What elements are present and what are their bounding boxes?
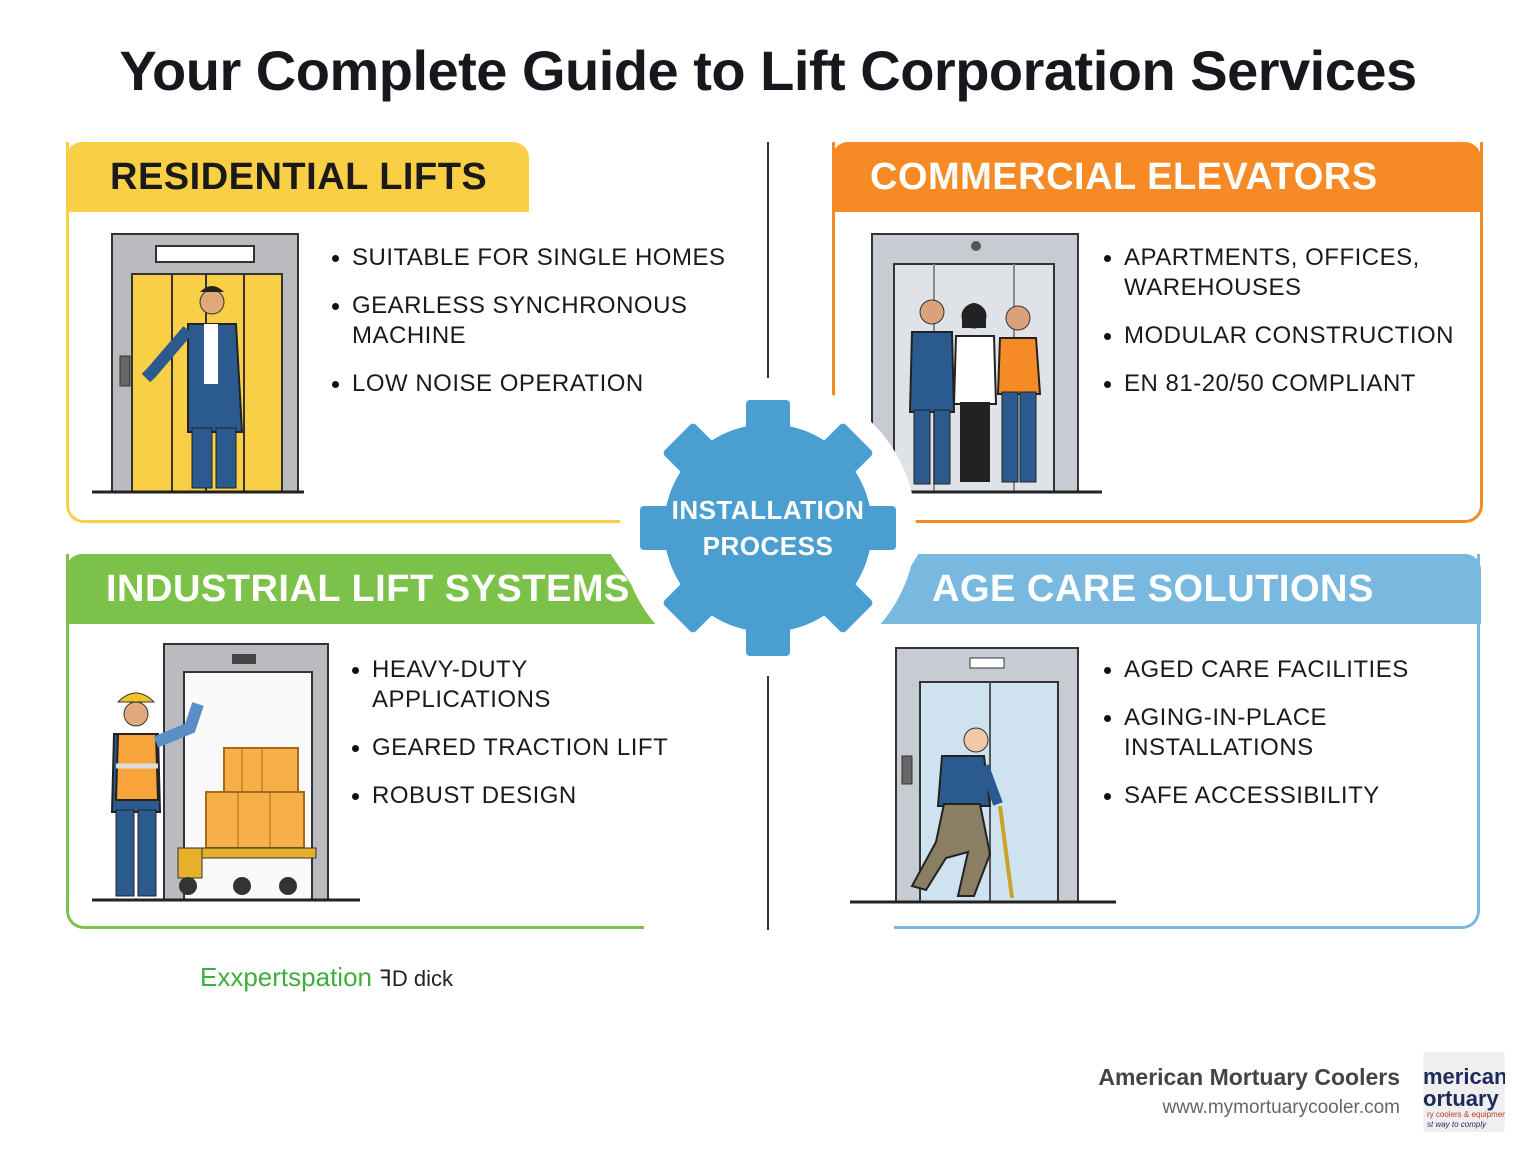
installation-process-gear: INSTALLATION PROCESS	[620, 380, 916, 676]
logo-line1: merican	[1423, 1064, 1505, 1089]
list-item: SUITABLE FOR SINGLE HOMES	[330, 243, 730, 273]
residential-bullets: SUITABLE FOR SINGLE HOMES GEARLESS SYNCH…	[330, 243, 730, 417]
logo-line2: ortuary	[1423, 1086, 1499, 1111]
watermark-part1: Exxpertspation	[200, 962, 372, 992]
list-item: GEARED TRACTION LIFT	[350, 733, 680, 763]
watermark-part2: ꟻD dick	[379, 966, 453, 991]
commercial-header: COMMERCIAL ELEVATORS	[832, 142, 1481, 212]
logo-line4: st way to comply	[1427, 1120, 1487, 1129]
list-item: LOW NOISE OPERATION	[330, 369, 730, 399]
page-title: Your Complete Guide to Lift Corporation …	[119, 39, 1417, 102]
gear-label-line1: INSTALLATION	[671, 495, 865, 525]
agecare-lift-illustration	[850, 647, 1116, 904]
commercial-elevator-illustration	[858, 233, 1102, 494]
brand-credit: American Mortuary Coolers www.mymortuary…	[1098, 1064, 1400, 1119]
watermark-text: Exxpertspation ꟻD dick	[200, 962, 453, 993]
divider-top	[767, 142, 769, 378]
gear-label-line2: PROCESS	[702, 531, 834, 561]
gear-icon	[620, 380, 916, 676]
list-item: APARTMENTS, OFFICES, WAREHOUSES	[1102, 243, 1462, 303]
industrial-header: INDUSTRIAL LIFT SYSTEMS	[66, 554, 658, 624]
residential-title: RESIDENTIAL LIFTS	[110, 155, 488, 198]
brand-name: American Mortuary Coolers	[1098, 1064, 1400, 1090]
industrial-bullets: HEAVY-DUTY APPLICATIONS GEARED TRACTION …	[350, 655, 680, 829]
list-item: SAFE ACCESSIBILITY	[1102, 781, 1462, 811]
agecare-header: AGE CARE SOLUTIONS	[876, 554, 1481, 624]
list-item: GEARLESS SYNCHRONOUS MACHINE	[330, 291, 730, 351]
industrial-title: INDUSTRIAL LIFT SYSTEMS	[106, 567, 630, 610]
gear-label: INSTALLATION PROCESS	[620, 492, 916, 564]
brand-url[interactable]: www.mymortuarycooler.com	[1162, 1097, 1400, 1118]
brand-logo: merican ortuary ry coolers & equipment s…	[1423, 1052, 1505, 1132]
commercial-title: COMMERCIAL ELEVATORS	[870, 155, 1378, 198]
agecare-bullets: AGED CARE FACILITIES AGING-IN-PLACE INST…	[1102, 655, 1462, 829]
agecare-title: AGE CARE SOLUTIONS	[932, 567, 1374, 610]
list-item: AGED CARE FACILITIES	[1102, 655, 1462, 685]
list-item: MODULAR CONSTRUCTION	[1102, 321, 1462, 351]
list-item: ROBUST DESIGN	[350, 781, 680, 811]
divider-bottom	[767, 676, 769, 930]
list-item: AGING-IN-PLACE INSTALLATIONS	[1102, 703, 1462, 763]
list-item: EN 81-20/50 COMPLIANT	[1102, 369, 1462, 399]
industrial-lift-illustration	[92, 643, 360, 902]
residential-lift-illustration	[92, 233, 304, 494]
residential-header: RESIDENTIAL LIFTS	[66, 142, 529, 212]
list-item: HEAVY-DUTY APPLICATIONS	[350, 655, 680, 715]
logo-line3: ry coolers & equipment	[1427, 1110, 1505, 1119]
commercial-bullets: APARTMENTS, OFFICES, WAREHOUSES MODULAR …	[1102, 243, 1462, 417]
